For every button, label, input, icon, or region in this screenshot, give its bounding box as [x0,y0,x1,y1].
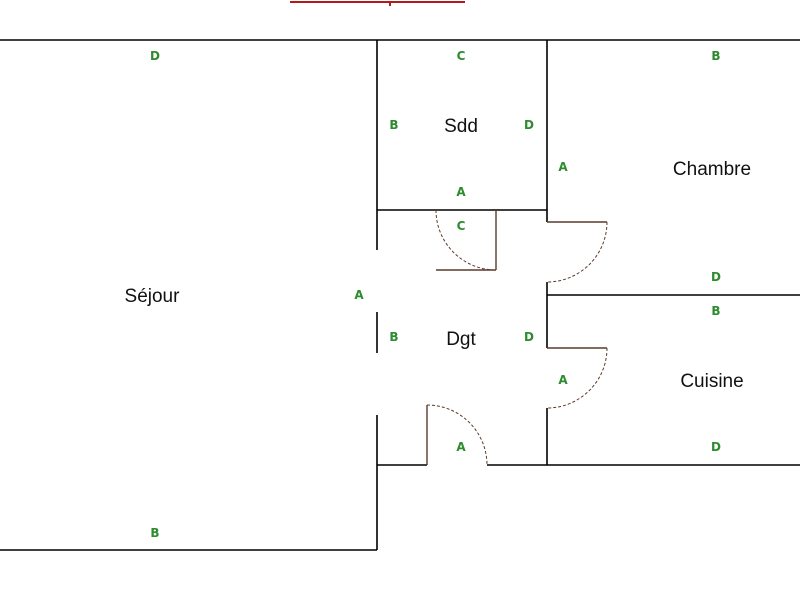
chambre-door [546,221,608,283]
wall-label-dgt-right: D [524,330,534,344]
doors [426,209,608,466]
header-accent [290,1,465,6]
wall-label-cuisine-left: A [558,373,568,387]
wall-label-sejour-right: A [354,288,364,302]
wall-label-chambre-left: A [558,160,568,174]
entrance-door [426,404,488,466]
wall-label-chambre-bottom: D [711,270,721,284]
wall-label-sdd-right: D [524,118,534,132]
room-label-cuisine: Cuisine [680,371,743,392]
wall-labels: D B A C B D A C B D A B A D B A D [150,49,721,540]
walls [0,39,800,551]
sdd-door [435,209,497,271]
wall-label-sejour-top: D [150,49,160,63]
wall-label-sdd-left: B [389,118,398,132]
room-labels: Séjour Sdd Dgt Chambre Cuisine [125,116,752,392]
room-label-sejour: Séjour [125,286,181,307]
wall-label-cuisine-top: B [711,304,720,318]
room-label-dgt: Dgt [446,329,476,350]
room-label-chambre: Chambre [673,159,751,180]
wall-label-sdd-top: C [457,49,466,63]
wall-label-dgt-left: B [389,330,398,344]
wall-label-sdd-bottom: A [456,185,466,199]
cuisine-door [546,347,608,409]
wall-label-cuisine-bottom: D [711,440,721,454]
wall-label-chambre-top: B [711,49,720,63]
wall-label-dgt-top: C [457,219,466,233]
wall-label-sejour-bottom: B [150,526,159,540]
wall-label-dgt-bottom: A [456,440,466,454]
room-label-sdd: Sdd [444,116,478,137]
